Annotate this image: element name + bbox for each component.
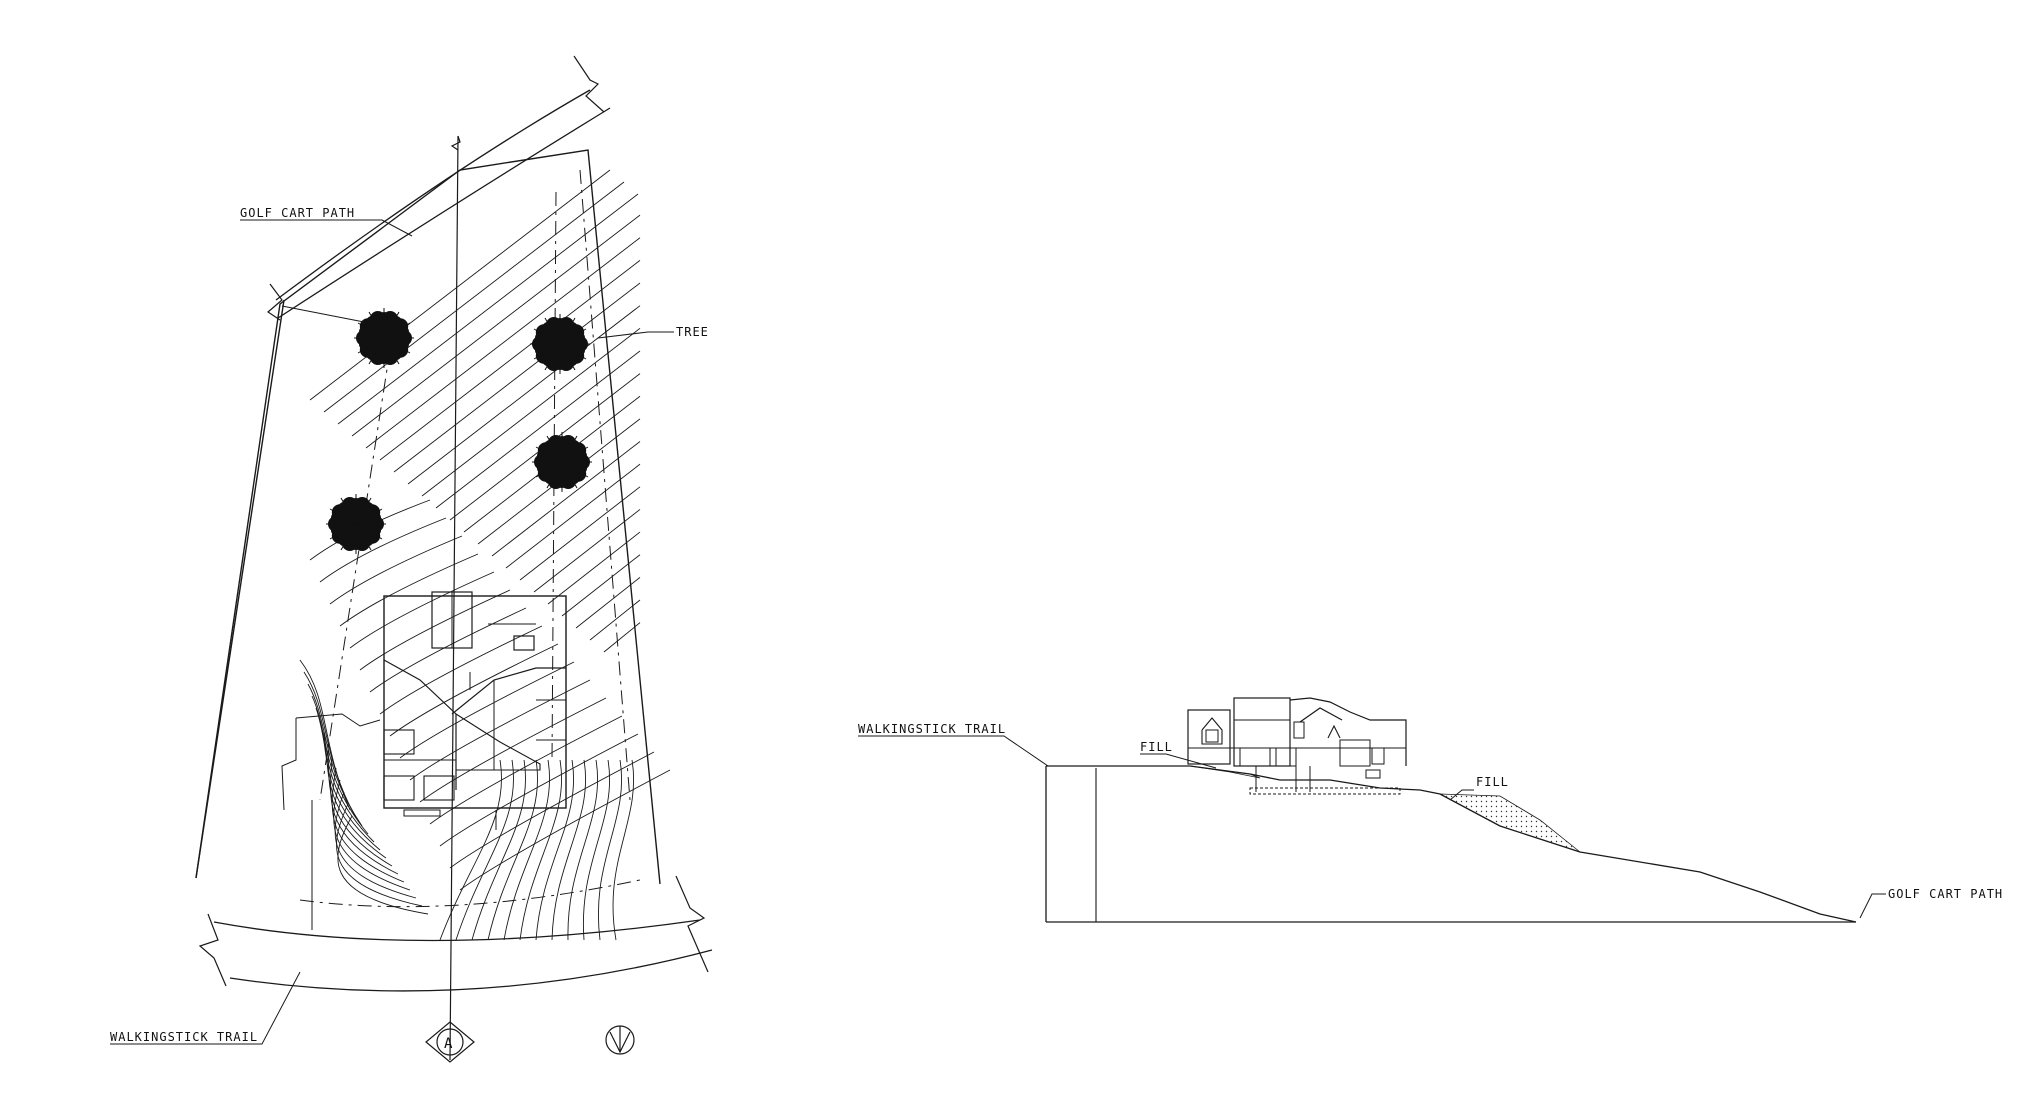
- contour-line: [389, 643, 559, 737]
- site-section: WALKINGSTICK TRAIL FILL FILL GOLF CART P…: [858, 697, 2003, 923]
- contour-line: [337, 193, 639, 425]
- contour-line: [399, 661, 575, 759]
- contour-line: [330, 755, 399, 875]
- contour-line: [487, 759, 538, 941]
- contour-line: [309, 169, 611, 401]
- golf-cart-path-road: [267, 55, 611, 321]
- contour-line: [533, 509, 641, 593]
- contour-line: [329, 535, 463, 605]
- setback-lines: [299, 169, 641, 908]
- contour-line: [409, 679, 591, 781]
- contour-line: [519, 759, 562, 941]
- contour-line: [327, 743, 393, 867]
- section-labels: WALKINGSTICK TRAIL FILL FILL GOLF CART P…: [858, 722, 2003, 919]
- contour-line: [471, 759, 526, 941]
- driveway-lines: [281, 713, 497, 930]
- contour-line: [323, 731, 387, 859]
- section-marker-label: A: [444, 1036, 453, 1052]
- contour-line: [419, 697, 607, 803]
- contour-line: [319, 719, 381, 851]
- fill-zone-lower: [1439, 793, 1581, 853]
- contour-line: [351, 214, 641, 437]
- contour-line: [551, 759, 586, 941]
- contour-line: [439, 733, 639, 847]
- house-elevation: [1187, 697, 1407, 795]
- contour-line: [311, 695, 369, 835]
- tree-label: TREE: [676, 325, 709, 339]
- lot-boundary: [195, 149, 661, 885]
- section-cut-line: [449, 135, 459, 1061]
- contour-line: [303, 671, 357, 819]
- section-fill-upper-label: FILL: [1140, 740, 1173, 754]
- contour-line: [589, 599, 641, 641]
- lot-boundary-left: [195, 299, 285, 879]
- contour-line: [323, 181, 625, 413]
- contour-lines: [299, 169, 671, 941]
- contour-line: [429, 715, 623, 825]
- contour-line: [561, 554, 641, 617]
- tree-icon: [354, 308, 414, 368]
- contour-line: [336, 803, 423, 907]
- contour-line: [547, 531, 641, 605]
- contour-line: [603, 622, 641, 653]
- contour-line: [365, 237, 641, 449]
- contour-line: [505, 463, 641, 569]
- contour-line: [582, 759, 611, 941]
- section-walkingstick-trail-label: WALKINGSTICK TRAIL: [858, 722, 1006, 736]
- north-arrow-icon: [605, 1025, 635, 1055]
- contour-line: [459, 769, 671, 891]
- contour-line: [315, 707, 375, 843]
- ground-profile: [1046, 765, 1857, 923]
- tree-icon: [530, 314, 590, 374]
- contour-line: [307, 683, 363, 827]
- contour-line: [612, 759, 635, 941]
- contour-line: [333, 779, 411, 891]
- golf-cart-path-label: GOLF CART PATH: [240, 206, 355, 220]
- tree-icon: [532, 432, 592, 492]
- contour-line: [575, 577, 641, 629]
- contour-line: [535, 759, 574, 941]
- contour-line: [331, 767, 405, 883]
- contour-line: [319, 517, 447, 583]
- contour-line: [369, 607, 527, 693]
- fill-zone-upper: [1189, 765, 1261, 779]
- site-labels: GOLF CART PATH TREE WALKINGSTICK TRAIL: [110, 206, 709, 1045]
- section-fill-lower-label: FILL: [1476, 775, 1509, 789]
- contour-line: [421, 327, 641, 497]
- contour-line: [435, 350, 641, 509]
- contour-line: [337, 815, 429, 915]
- contour-line: [567, 759, 599, 941]
- site-plan: GOLF CART PATH TREE WALKINGSTICK TRAIL A: [110, 55, 713, 1063]
- contour-line: [519, 486, 641, 581]
- contour-line: [439, 759, 502, 941]
- contour-line: [379, 260, 641, 461]
- walkingstick-trail-label: WALKINGSTICK TRAIL: [110, 1030, 258, 1044]
- section-marker: A: [425, 1021, 475, 1063]
- house-footprint: [383, 591, 567, 817]
- contour-line: [407, 305, 641, 485]
- trees: [326, 308, 592, 554]
- section-golf-cart-path-label: GOLF CART PATH: [1888, 887, 2003, 901]
- contour-line: [349, 571, 495, 649]
- contour-line: [597, 759, 623, 941]
- contour-line: [359, 589, 511, 671]
- contour-line: [449, 751, 655, 869]
- contour-line: [503, 759, 550, 941]
- contour-line: [455, 759, 514, 941]
- walkingstick-trail-road: [198, 875, 713, 992]
- contour-line: [393, 282, 641, 473]
- tree-icon: [326, 494, 386, 554]
- contour-line: [491, 441, 641, 557]
- contour-line: [339, 553, 479, 627]
